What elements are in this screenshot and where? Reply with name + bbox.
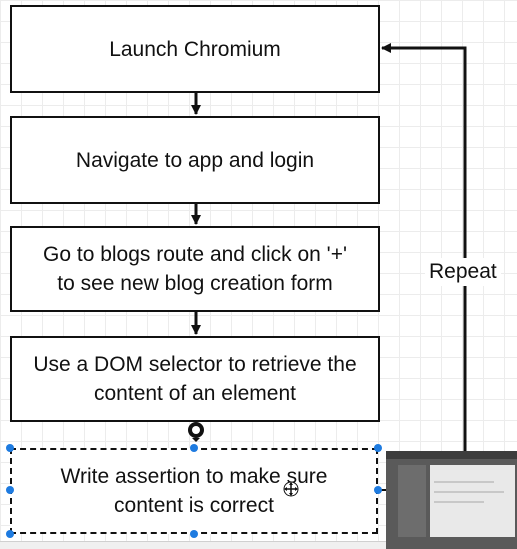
resize-handle-top-right[interactable] <box>374 444 382 452</box>
resize-handle-bottom-center[interactable] <box>190 530 198 538</box>
resize-handle-top-left[interactable] <box>6 444 14 452</box>
thumbnail-sidebar <box>398 465 426 537</box>
resize-handle-middle-left[interactable] <box>6 486 14 494</box>
repeat-loop-connector <box>381 43 467 490</box>
move-cursor-icon <box>283 481 299 497</box>
screen-thumbnail <box>386 451 517 549</box>
resize-handle-middle-right[interactable] <box>374 486 382 494</box>
thumbnail-line <box>434 501 484 503</box>
resize-handle-top-center[interactable] <box>190 444 198 452</box>
step-launch-chromium[interactable]: Launch Chromium <box>10 5 380 93</box>
step-write-assertion[interactable]: Write assertion to make sure content is … <box>10 448 378 534</box>
thumbnail-titlebar <box>386 451 517 459</box>
step-blogs-route[interactable]: Go to blogs route and click on '+' to se… <box>10 226 380 312</box>
thumbnail-line <box>434 481 494 483</box>
step-dom-selector[interactable]: Use a DOM selector to retrieve the conte… <box>10 336 380 422</box>
resize-handle-bottom-left[interactable] <box>6 530 14 538</box>
bottom-toolbar-strip <box>0 541 386 549</box>
repeat-label: Repeat <box>425 258 501 286</box>
thumbnail-line <box>434 491 504 493</box>
connection-handle-icon[interactable] <box>186 420 206 442</box>
step-navigate-login[interactable]: Navigate to app and login <box>10 116 380 204</box>
